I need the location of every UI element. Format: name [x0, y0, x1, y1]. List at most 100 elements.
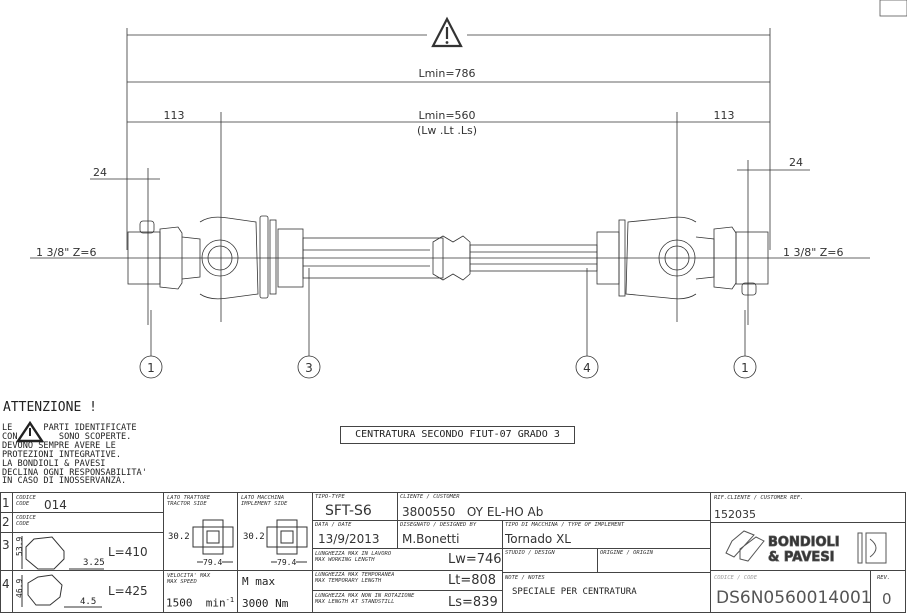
warning-triangle-icon — [15, 421, 45, 443]
date-value: 13/9/2013 — [318, 532, 380, 546]
logo-line1: BONDIOLI — [768, 535, 840, 550]
customer-ref-label: RIF.CLIENTE / CUSTOMER REF. — [714, 495, 804, 501]
warning-triangle-icon — [431, 16, 463, 48]
right-spline-label: 1 3/8" Z=6 — [783, 246, 844, 259]
implement-type-label: TIPO DI MACCHINA / TYPE OF IMPLEMENT — [505, 522, 625, 528]
profile-3-icon — [25, 536, 65, 570]
balloon-1-right: 1 — [741, 361, 749, 375]
rev-cell — [870, 570, 906, 613]
tube-profiles — [21, 536, 104, 608]
lt-label: LUNGHEZZA MAX TEMPORANEA — [315, 572, 395, 578]
customer-ref-value: 152035 — [714, 508, 756, 521]
code-label: CODICE — [16, 515, 36, 521]
max-torque-label: M max — [242, 575, 276, 588]
code-label: CODICE — [16, 495, 36, 501]
customer-label: CLIENTE / CUSTOMER — [400, 494, 460, 500]
lt-label-en: MAX TEMPORARY LENGTH — [315, 578, 382, 584]
customer-value: 3800550 OY EL-HO Ab — [402, 505, 544, 519]
logo-line2: & PAVESI — [768, 550, 835, 565]
profile-3-height: 53.9 — [15, 536, 24, 556]
balloon-1-left: 1 — [147, 361, 155, 375]
right-offset-dim: 113 — [714, 109, 735, 122]
row-number: 4 — [2, 577, 10, 591]
centering-note: CENTRATURA SECONDO FIUT-07 GRADO 3 — [340, 426, 575, 444]
left-offset-dim: 113 — [164, 109, 185, 122]
attention-line: CON SONO SCOPERTE. — [2, 431, 132, 442]
shaft-tube — [302, 235, 598, 281]
attention-line: DEVONO SEMPRE AVERE LE — [2, 440, 116, 451]
max-speed-label: VELOCITA' MAX — [167, 573, 211, 579]
max-speed-unit: min — [205, 596, 226, 610]
date-label: DATA / DATE — [315, 522, 352, 528]
notes-value: SPECIALE PER CENTRATURA — [512, 587, 637, 597]
max-speed-value: 1500 — [166, 596, 193, 610]
tube-length-note: (Lw .Lt .Ls) — [417, 124, 477, 137]
attention-line: IN CASO DI INOSSERVANZA. — [2, 476, 127, 487]
part-balloons — [139, 268, 757, 379]
implement-d1: 30.2 — [243, 532, 265, 542]
attention-line: LA BONDIOLI & PAVESI — [2, 458, 106, 469]
code-value: DS6N0560014001 — [716, 588, 872, 608]
attention-title: ATTENZIONE ! — [3, 400, 97, 415]
code-label-en: CODE — [16, 521, 30, 527]
shaft-drawing: Lmin=786 113 Lmin=560 (Lw .Lt .Ls) 113 2… — [30, 0, 907, 379]
profile-3-thickness: 3.25 — [83, 558, 105, 568]
max-speed-exp: -1 — [225, 596, 235, 604]
profile-4-thickness: 4.5 — [80, 597, 97, 607]
code-label-en: CODE — [16, 501, 30, 507]
left-small-dim: 24 — [93, 166, 107, 179]
attention-text: LE PARTI IDENTIFICATE CON SONO SCOPERTE.… — [2, 424, 147, 486]
attention-line: DECLINA OGNI RESPONSABILITA' — [2, 467, 147, 478]
rev-label: REV. — [877, 575, 891, 581]
implement-side-label-en: IMPLEMENT SIDE — [241, 501, 288, 507]
code-value-1: 014 — [44, 498, 67, 512]
dimension-lines — [90, 34, 810, 180]
tractor-side-label: LATO TRATTORE — [167, 495, 211, 501]
lw-value: Lw=746 — [448, 552, 502, 567]
lw-label: LUNGHEZZA MAX IN LAVORO — [315, 551, 392, 557]
attention-line: PROTEZIONI INTEGRATIVE. — [2, 449, 121, 460]
implement-d2: 79.4 — [277, 558, 297, 567]
left-yoke — [127, 215, 304, 300]
row-number: 3 — [2, 538, 10, 552]
left-spline-label: 1 3/8" Z=6 — [36, 246, 97, 259]
type-label: TIPO-TYPE — [315, 494, 345, 500]
tractor-d1: 30.2 — [168, 532, 190, 542]
right-yoke — [596, 216, 769, 300]
notes-label: NOTE / NOTES — [505, 575, 545, 581]
tube-length-dim: Lmin=560 — [418, 109, 475, 122]
corner-box — [879, 0, 907, 17]
profile-4-length: L=425 — [108, 584, 148, 598]
max-torque-value: 3000 Nm — [242, 597, 289, 610]
profile-4-icon — [27, 574, 63, 606]
rev-value: 0 — [882, 590, 892, 608]
implement-type-value: Tornado XL — [505, 532, 571, 546]
logo-mark-icon — [725, 530, 765, 562]
design-label: STUDIO / DESIGN — [505, 550, 555, 556]
ls-label: LUNGHEZZA MAX NON IN ROTAZIONE — [315, 593, 415, 599]
designer-label: DISEGNATO / DESIGNED BY — [400, 522, 477, 528]
lt-value: Lt=808 — [448, 573, 497, 588]
profile-3-length: L=410 — [108, 545, 148, 559]
code-label: CODICE / CODE — [714, 575, 758, 581]
lw-label-en: MAX WORKING LENGTH — [315, 557, 375, 563]
bondioli-pavesi-logo: BONDIOLI & PAVESI — [725, 530, 887, 565]
tractor-d2: 79.4 — [203, 558, 223, 567]
row-number: 1 — [2, 496, 10, 510]
profile-4-height: 46.9 — [15, 578, 24, 598]
row-number: 2 — [2, 515, 10, 529]
designer-value: M.Bonetti — [402, 532, 460, 546]
overall-length: Lmin=786 — [418, 67, 475, 80]
implement-cross-icon — [266, 519, 308, 555]
max-speed-label-en: MAX SPEED — [167, 579, 197, 585]
ls-value: Ls=839 — [448, 595, 498, 610]
tractor-side-label-en: TRACTOR SIDE — [167, 501, 207, 507]
ls-label-en: MAX LENGTH AT STANDSTILL — [315, 599, 395, 605]
attention-line: LE PARTI IDENTIFICATE — [2, 423, 137, 433]
balloon-4: 4 — [583, 361, 591, 375]
balloon-3: 3 — [305, 361, 313, 375]
right-small-dim: 24 — [789, 156, 803, 169]
tractor-cross-icon — [192, 519, 234, 555]
implement-side-label: LATO MACCHINA — [241, 495, 285, 501]
